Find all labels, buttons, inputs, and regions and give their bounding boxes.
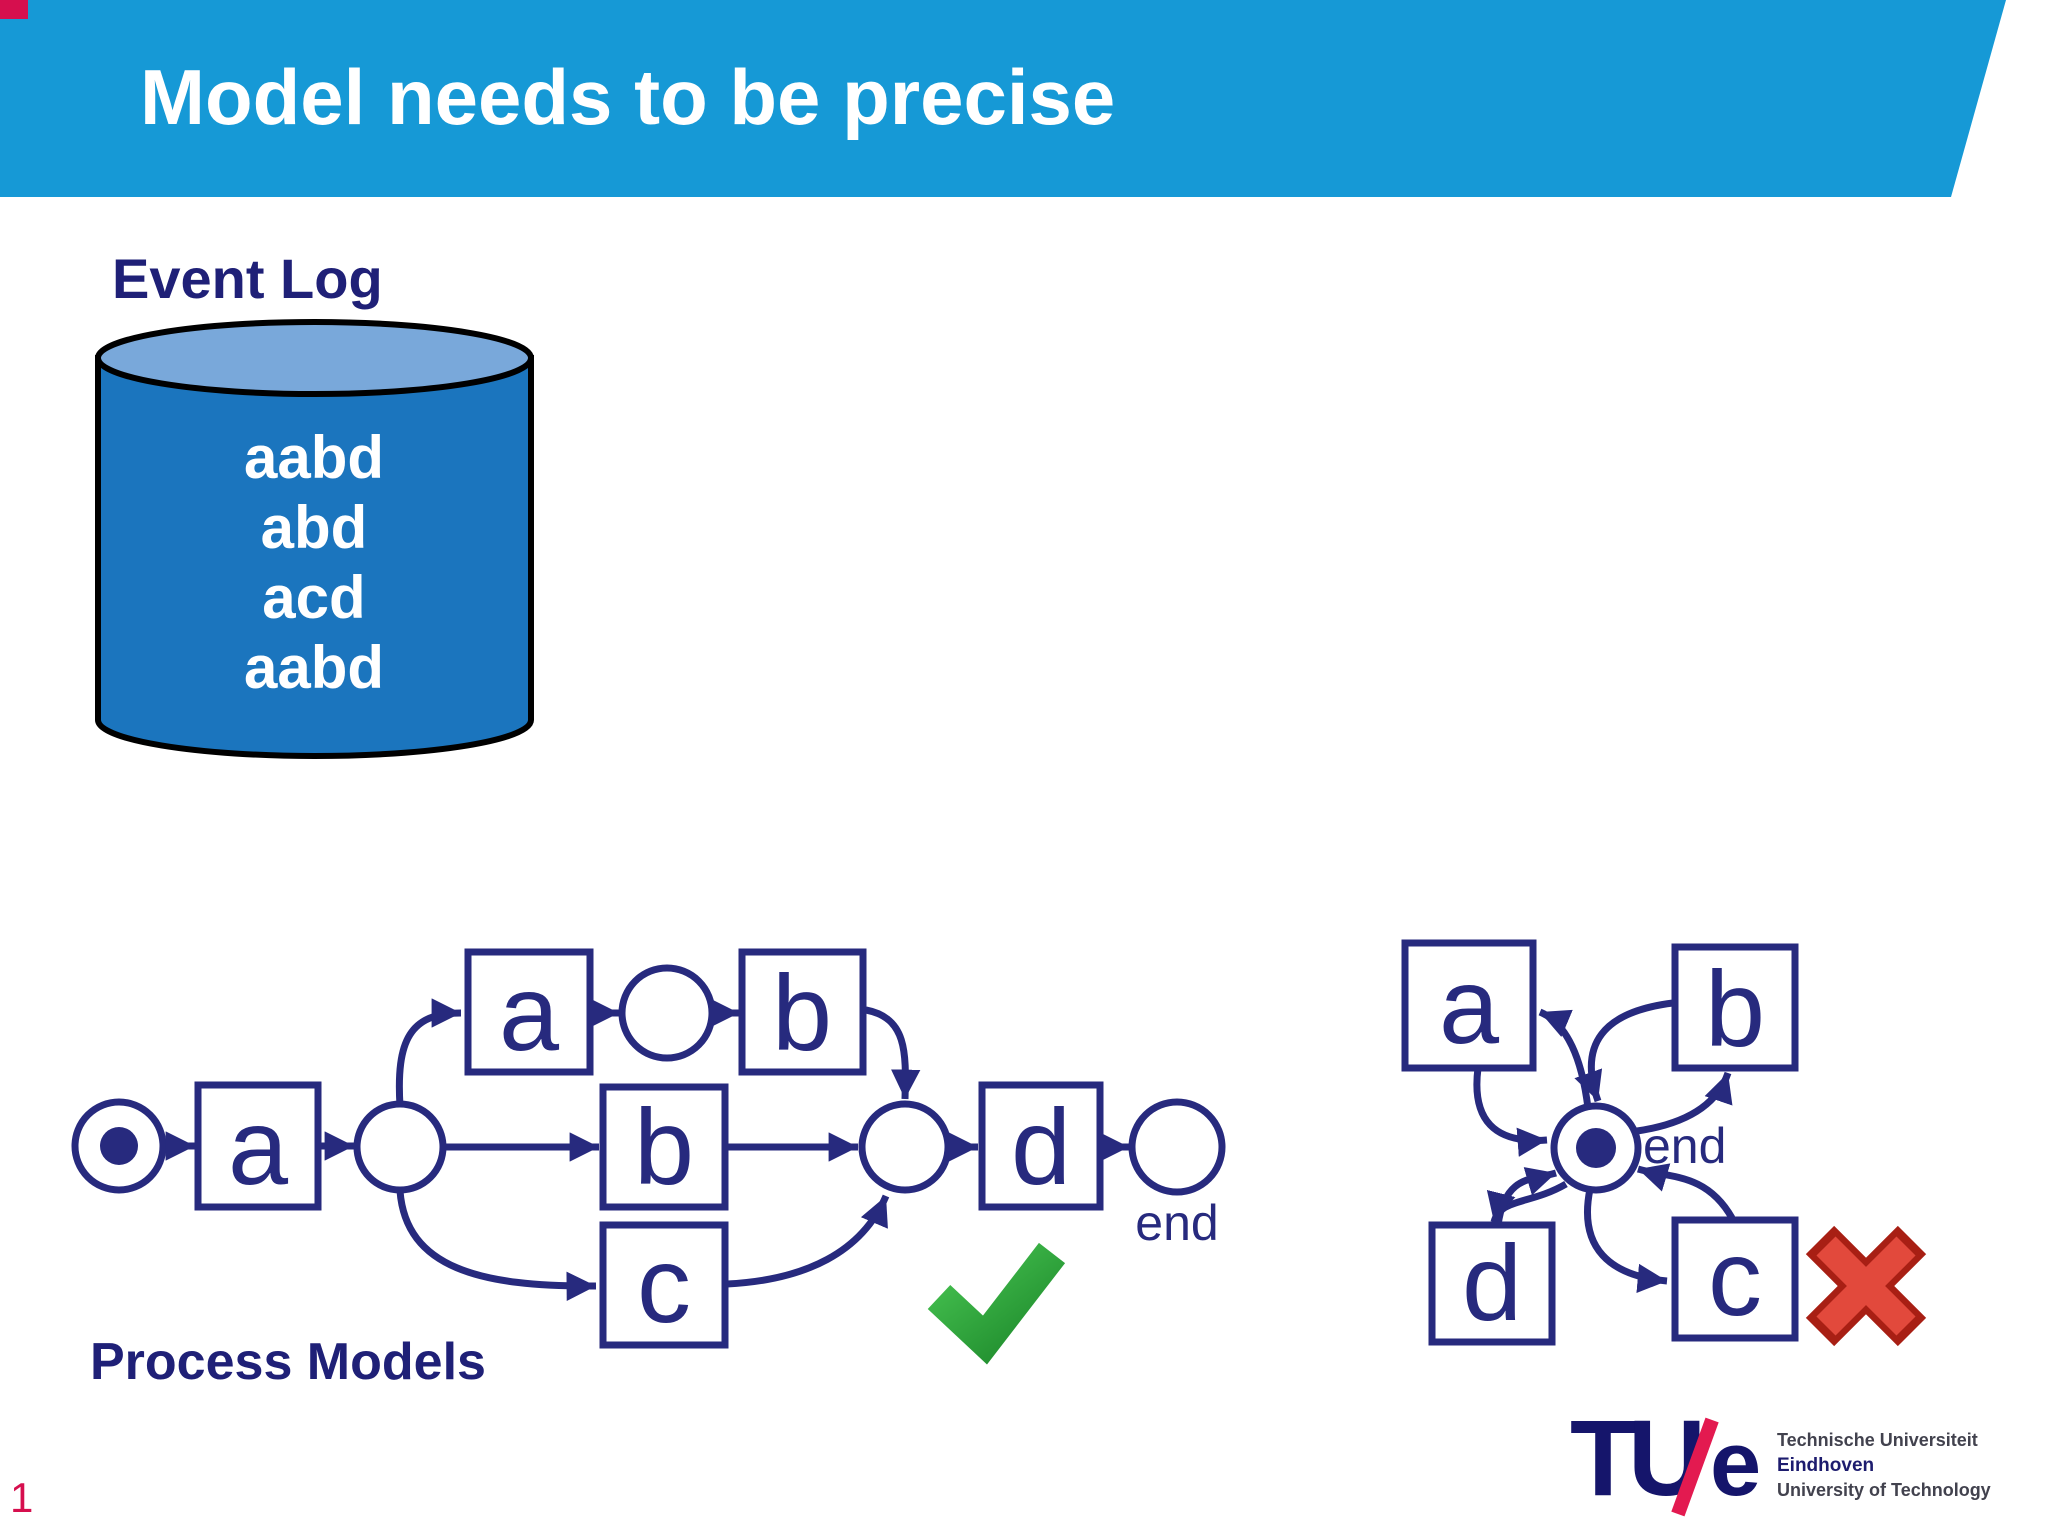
- flower-c-label: c: [1708, 1217, 1762, 1338]
- start-token: [100, 1127, 138, 1165]
- arc-b-to-place: [1574, 999, 1674, 1103]
- arc-top-b-to-p2: [865, 1006, 921, 1100]
- tue-logo-e: e: [1710, 1413, 1762, 1515]
- cylinder-top: [95, 319, 534, 397]
- transition-b-top-label: b: [772, 952, 832, 1073]
- flower-transition-a: [1401, 939, 1537, 1072]
- event-log-heading: Event Log: [112, 247, 383, 310]
- transition-b: [599, 1083, 729, 1211]
- slide-title: Model needs to be precise: [140, 53, 1116, 141]
- transition-a-top: [464, 948, 594, 1076]
- flower-transition-c: [1671, 1216, 1799, 1342]
- tue-logo-line3: University of Technology: [1777, 1480, 1991, 1500]
- event-log-cylinder: aabd abd acd aabd: [95, 319, 534, 759]
- arc-d-to-place: [1494, 1167, 1557, 1226]
- page-number: 1: [10, 1474, 34, 1521]
- arc-place-to-a: [1538, 1008, 1592, 1109]
- trace-line: abd: [261, 494, 368, 561]
- end-place-label: end: [1135, 1195, 1218, 1251]
- transition-b-top: [738, 948, 867, 1076]
- correct-check-icon: [927, 1242, 1066, 1365]
- corner-accent-marker: [0, 0, 28, 19]
- transition-d: [978, 1081, 1104, 1211]
- tue-logo-line2: Eindhoven: [1777, 1455, 1875, 1476]
- process-models-heading: Process Models: [90, 1333, 486, 1391]
- place-top: [618, 964, 716, 1062]
- transition-b-label: b: [634, 1086, 694, 1207]
- arc-place-to-b: [1636, 1071, 1733, 1135]
- trace-line: acd: [262, 564, 365, 631]
- transition-d-label: d: [1011, 1086, 1071, 1207]
- arc-a-to-place: [1473, 1067, 1548, 1157]
- flower-token: [1576, 1128, 1616, 1168]
- arc-p1-to-top-a: [395, 998, 462, 1107]
- trace-line: aabd: [244, 634, 384, 701]
- trace-line: aabd: [244, 424, 384, 491]
- left-petri-net: a a b b c d end: [71, 948, 1226, 1365]
- arc-c-to-p2: [726, 1194, 890, 1288]
- tue-logo: TU e Technische Universiteit Eindhoven U…: [1570, 1404, 2040, 1528]
- flower-a-label: a: [1439, 945, 1500, 1066]
- incorrect-cross-icon: [1805, 1225, 1927, 1347]
- transition-c: [599, 1221, 729, 1349]
- end-place: [1128, 1098, 1226, 1196]
- place-p1: [353, 1100, 447, 1194]
- cylinder-body: [95, 355, 534, 759]
- flower-transition-d: [1428, 1221, 1556, 1346]
- arc-c-to-place: [1636, 1163, 1736, 1220]
- flower-transition-b: [1671, 943, 1799, 1072]
- right-flower-model: a b d c end: [1401, 939, 1927, 1347]
- transition-c-label: c: [637, 1224, 691, 1345]
- transition-a: [194, 1081, 322, 1211]
- tue-logo-text: Technische Universiteit Eindhoven Univer…: [1777, 1428, 1991, 1503]
- arc-place-to-c: [1584, 1188, 1668, 1294]
- title-banner: [0, 0, 2006, 197]
- arc-p1-to-c: [396, 1190, 597, 1301]
- transition-a-label: a: [228, 1086, 289, 1207]
- place-p2: [858, 1100, 952, 1194]
- flower-d-label: d: [1462, 1222, 1522, 1343]
- flower-end-label: end: [1643, 1118, 1726, 1174]
- tue-logo-line1: Technische Universiteit: [1777, 1430, 1978, 1450]
- flower-b-label: b: [1705, 948, 1765, 1069]
- transition-a-top-label: a: [499, 952, 560, 1073]
